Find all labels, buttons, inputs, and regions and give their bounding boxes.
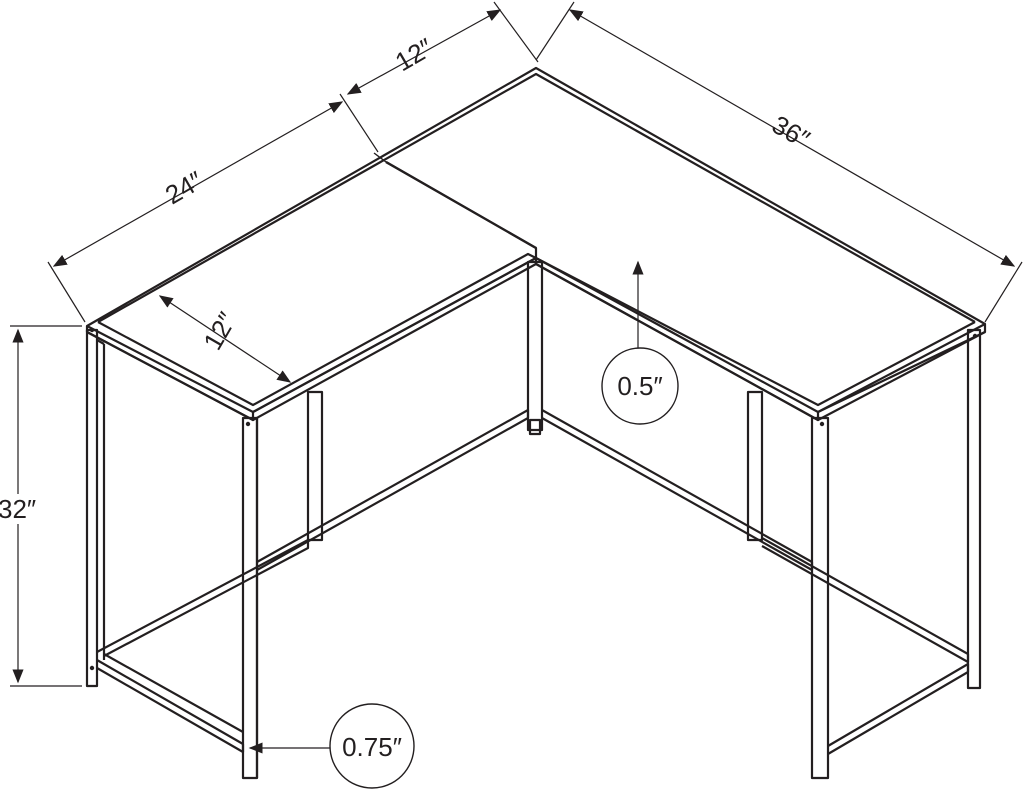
label-32: 32″	[0, 494, 36, 524]
leg-right-back	[966, 328, 982, 690]
dimension-32: 32″	[0, 325, 82, 687]
dimension-24: 24″	[47, 93, 379, 323]
dimension-12-top: 12″	[346, 1, 539, 95]
vertical-posts	[306, 390, 764, 542]
dimension-36: 36″	[535, 1, 1023, 323]
leg-front-left	[241, 416, 259, 780]
label-12-inner: 12″	[197, 307, 242, 355]
leg-left-back	[85, 327, 106, 688]
leg-inner-corner	[526, 260, 544, 436]
stretchers	[96, 408, 970, 755]
label-24: 24″	[160, 165, 208, 210]
desk-top	[85, 66, 987, 422]
label-0-5: 0.5″	[617, 371, 662, 401]
callout-top-thickness: 0.5″	[601, 260, 679, 425]
dimension-12-inner: 12″	[158, 295, 292, 383]
callout-leg-thickness: 0.75″	[248, 703, 415, 789]
leg-front-right	[810, 416, 830, 780]
label-12-top: 12″	[390, 32, 438, 77]
label-0-75: 0.75″	[342, 732, 402, 762]
